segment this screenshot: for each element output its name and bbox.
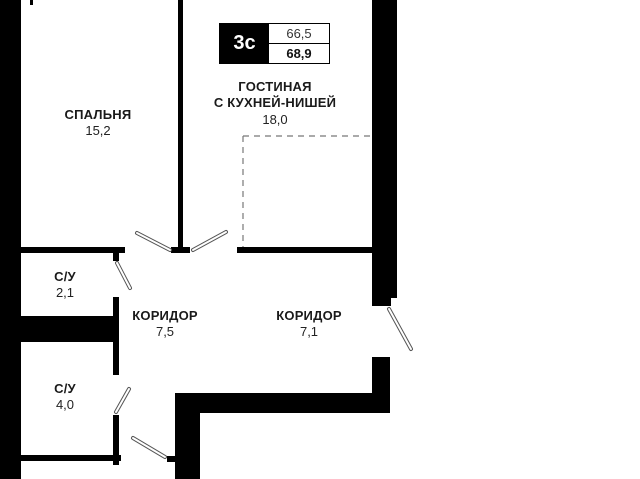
- room-name-line1: ГОСТИНАЯ: [238, 79, 312, 94]
- door-living: [191, 230, 228, 252]
- door-entrance: [387, 307, 413, 351]
- room-area: 7,5: [155, 324, 175, 340]
- door-bedroom: [135, 231, 172, 252]
- door-lower-room: [131, 436, 167, 459]
- door-frame-center: [171, 247, 190, 253]
- room-name-line2: С КУХНЕЙ-НИШЕЙ: [213, 95, 337, 111]
- wall-living-bottom: [237, 247, 377, 253]
- wall-left-exterior: [0, 0, 21, 479]
- wall-wc2-right: [113, 415, 119, 465]
- door-wc2: [114, 387, 131, 414]
- wall-lower-horizontal: [175, 393, 390, 413]
- kitchen-niche-outline: [242, 135, 372, 247]
- room-area: 15,2: [85, 123, 111, 139]
- room-name: КОРИДОР: [132, 308, 198, 323]
- room-name: СПАЛЬНЯ: [64, 107, 132, 122]
- room-name: КОРИДОР: [276, 308, 342, 323]
- room-bathroom-1: С/У 2,1: [54, 269, 76, 302]
- room-bedroom: СПАЛЬНЯ 15,2: [65, 107, 132, 140]
- room-area: 18,0: [262, 111, 288, 127]
- living-area-value: 66,5: [286, 26, 312, 41]
- wall-bedroom-living: [178, 0, 183, 250]
- door-frame-lower: [167, 456, 177, 462]
- room-corridor-1: КОРИДОР 7,5: [132, 308, 198, 341]
- wall-top-stub: [30, 0, 33, 5]
- apartment-type-badge: 3с 66,5 68,9: [219, 23, 330, 64]
- door-wc1: [115, 261, 132, 290]
- wall-wc2-bottom: [21, 455, 121, 461]
- wall-lower-right-stub: [372, 357, 390, 413]
- room-name: С/У: [54, 381, 76, 396]
- room-area: 2,1: [55, 285, 75, 301]
- room-corridor-2: КОРИДОР 7,1: [276, 308, 342, 341]
- room-area: 4,0: [55, 397, 75, 413]
- room-living-kitchen: ГОСТИНАЯ С КУХНЕЙ-НИШЕЙ 18,0: [214, 79, 336, 128]
- apartment-type-label: 3с: [220, 24, 269, 63]
- room-area: 7,1: [299, 324, 319, 340]
- wall-right-exterior-lower: [372, 250, 391, 306]
- wall-bedroom-bottom: [21, 247, 125, 253]
- total-area-value: 68,9: [269, 43, 329, 63]
- room-name: С/У: [54, 269, 76, 284]
- wall-wc1-wc2: [21, 316, 119, 342]
- room-bathroom-2: С/У 4,0: [54, 381, 76, 414]
- wc1-door-frame: [113, 253, 119, 261]
